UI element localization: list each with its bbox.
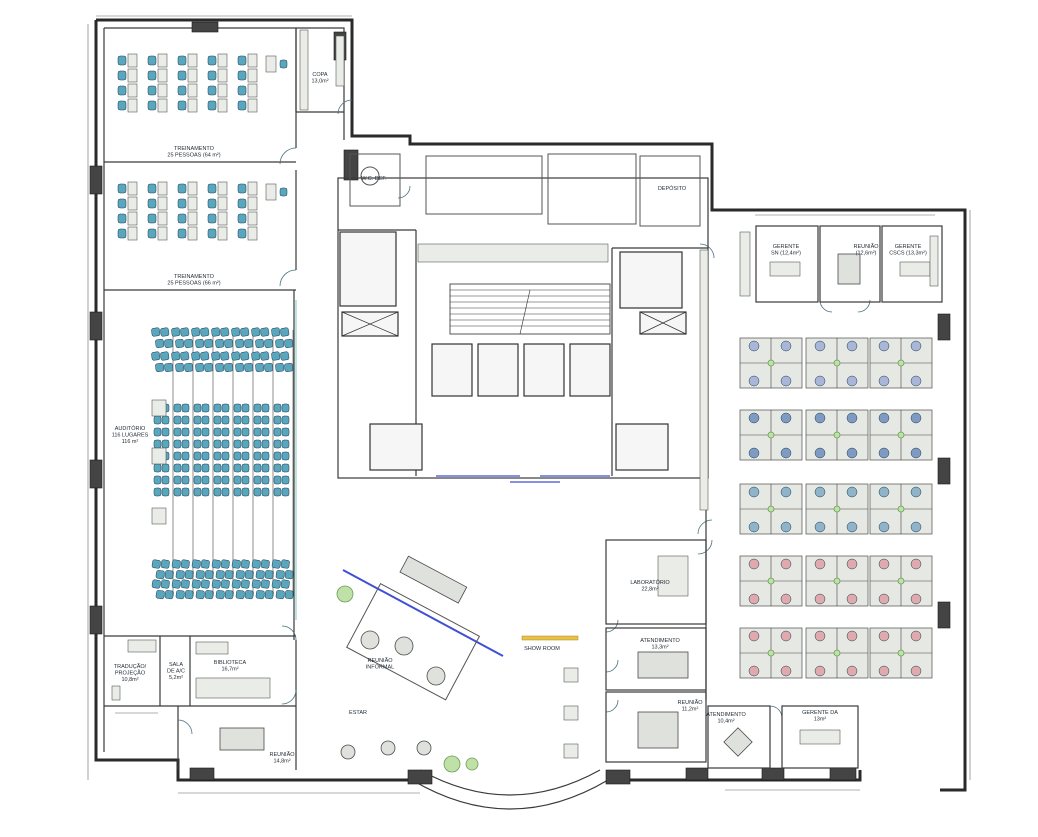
label-reuniao-gerentes: REUNIÃO(12,6m²)	[853, 243, 879, 257]
label-show-room: SHOW ROOM	[524, 646, 560, 652]
left-wing-partitions	[104, 28, 345, 770]
dimension-lines	[87, 15, 971, 794]
auditorium-seating	[151, 327, 294, 600]
label-deposito: DEPÓSITO	[658, 185, 687, 192]
right-lower-rooms	[605, 249, 859, 769]
show-room-area	[521, 635, 579, 759]
lower-left-rooms	[111, 639, 271, 751]
auditorium-extras	[151, 399, 167, 525]
label-estar: ESTAR	[349, 710, 367, 716]
reuniao-informal-area	[336, 555, 504, 773]
label-wc-def: W.C. DEF.	[361, 176, 387, 182]
training-room-furniture	[117, 53, 288, 241]
stairs	[449, 283, 611, 335]
open-office-workstations	[739, 337, 933, 679]
building-core	[337, 153, 709, 483]
manager-offices	[739, 225, 943, 303]
door-swings	[177, 99, 871, 735]
